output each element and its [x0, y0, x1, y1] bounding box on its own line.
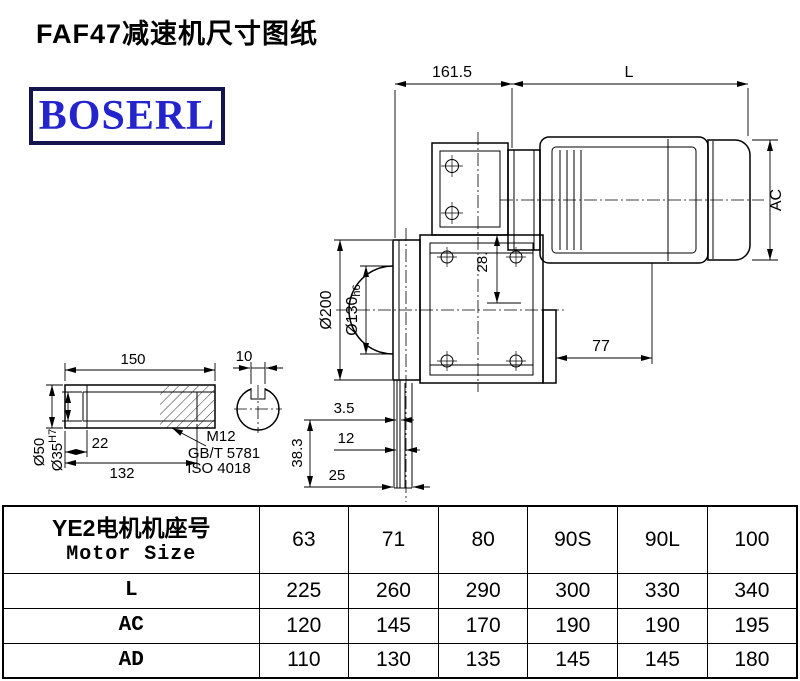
size-cell: 90S: [527, 505, 619, 574]
dim-22-label: 22: [92, 435, 109, 452]
size-cell: 80: [437, 505, 529, 574]
dim-cell: 180: [706, 642, 798, 679]
motor: [500, 136, 764, 264]
flange-dimensions: Ø200 Ø130h6: [318, 239, 392, 381]
dim-cell: 260: [348, 572, 439, 609]
dim-cell: 340: [706, 572, 798, 609]
dim-cell: 145: [527, 642, 619, 679]
iso-standard-label: ISO 4018: [187, 460, 250, 477]
dim-25-label: 25: [329, 467, 346, 484]
dim-161-5-label: 161.5: [432, 64, 472, 81]
row-label: AD: [2, 642, 260, 679]
dim-cell: 195: [706, 607, 798, 644]
bore-dim-label: Ø35: [49, 443, 66, 471]
svg-text:Ø130h6: Ø130h6: [344, 284, 363, 335]
motor-size-header-en: Motor Size: [66, 542, 197, 566]
shaft-detail: [64, 384, 282, 433]
dim-cell: 110: [258, 642, 350, 679]
dim-cell: 190: [617, 607, 708, 644]
dim-cell: 145: [617, 642, 708, 679]
row-label: L: [2, 572, 260, 609]
dim-cell: 135: [437, 642, 529, 679]
svg-text:Ø35H7: Ø35H7: [47, 429, 66, 471]
bottom-dimensions: 3.5 12 25 38.3: [289, 400, 430, 490]
dim-12-label: 12: [338, 430, 355, 447]
shaft-dimensions: 150 10 Ø50 Ø35H7 22 132: [31, 348, 283, 482]
table-row-ad: AD 110 130 135 145 145 180: [2, 642, 798, 679]
dim-cell: 300: [527, 572, 619, 609]
shaft-od-label: Ø50: [31, 438, 48, 466]
dim-cell: 130: [348, 642, 439, 679]
dim-cell: 330: [617, 572, 708, 609]
keyway-width-label: 10: [236, 348, 253, 365]
gb-standard-label: GB/T 5781: [188, 445, 260, 462]
boserl-logo-text: BOSERL: [38, 93, 216, 139]
page-title: FAF47减速机尺寸图纸: [36, 19, 319, 49]
dim-cell: 120: [258, 607, 350, 644]
row-label: AC: [2, 607, 260, 644]
dim-cell: 170: [437, 607, 529, 644]
dim-cell: 190: [527, 607, 619, 644]
dim-ac-label: AC: [768, 189, 785, 211]
spigot-dim-label: Ø130: [344, 296, 361, 335]
size-cell: 100: [706, 505, 798, 574]
dim-cell: 225: [258, 572, 350, 609]
dim-3-5-label: 3.5: [334, 400, 355, 417]
size-cell: 71: [348, 505, 439, 574]
spigot-tol-label: h6: [351, 284, 363, 296]
shaft-length-label: 150: [120, 351, 145, 368]
dimension-table: YE2电机机座号 Motor Size 63 71 80 90S 90L 100…: [2, 505, 798, 679]
motor-size-header-cn: YE2电机机座号: [52, 514, 211, 541]
technical-drawing: 161.5 L AC: [31, 64, 785, 502]
dim-cell: 290: [437, 572, 529, 609]
dim-77-label: 77: [592, 338, 610, 355]
motor-size-header-cell: YE2电机机座号 Motor Size: [2, 505, 260, 574]
dim-38-3-label: 38.3: [289, 438, 306, 467]
size-cell: 63: [258, 505, 350, 574]
dim-132-label: 132: [109, 465, 134, 482]
boserl-logo: BOSERL: [29, 87, 225, 145]
bore-tol-label: H7: [47, 429, 59, 443]
thread-label: M12: [206, 428, 235, 445]
dim-77: 77: [556, 263, 653, 364]
dim-28: 28.: [474, 235, 521, 304]
dim-28-label: 28.: [474, 252, 491, 273]
top-dimensions: 161.5 L: [394, 64, 749, 238]
dim-l-label: L: [625, 64, 634, 81]
ac-dimension: AC: [752, 139, 785, 261]
table-header-row: YE2电机机座号 Motor Size 63 71 80 90S 90L 100: [2, 505, 798, 574]
table-row-l: L 225 260 290 300 330 340: [2, 572, 798, 609]
table-row-ac: AC 120 145 170 190 190 195: [2, 607, 798, 644]
size-cell: 90L: [617, 505, 708, 574]
output-flange: [336, 228, 566, 502]
dim-cell: 145: [348, 607, 439, 644]
flange-od-label: Ø200: [318, 290, 335, 329]
